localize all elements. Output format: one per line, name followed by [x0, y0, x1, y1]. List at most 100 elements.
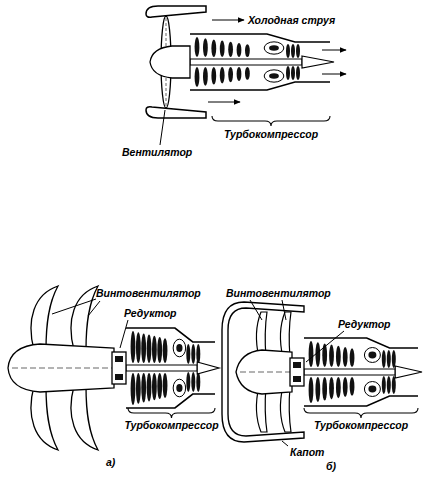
- turbine-blade: [382, 376, 386, 394]
- propfan-blade: [71, 386, 98, 450]
- brace: [212, 116, 330, 126]
- combustor: [264, 70, 284, 82]
- turbine-blade: [296, 66, 300, 80]
- turbine-blade: [291, 44, 295, 58]
- turbine-blade: [196, 344, 200, 364]
- shaft: [304, 369, 395, 375]
- compressor-blade: [329, 377, 334, 399]
- turbine-blade: [186, 344, 190, 364]
- compressor-blade: [220, 67, 225, 83]
- combustor: [173, 379, 185, 397]
- leader-line: [282, 441, 288, 446]
- compressor-blade: [237, 67, 242, 81]
- variant-label: а): [106, 456, 115, 468]
- compressor-blade: [163, 373, 168, 398]
- turbine-blade: [392, 376, 396, 394]
- compressor-blade: [136, 332, 141, 363]
- turbine-blade: [296, 44, 300, 58]
- turbofan: [146, 6, 346, 145]
- brace: [128, 408, 215, 418]
- part-label: Вентилятор: [122, 146, 192, 158]
- compressor-blade: [211, 39, 216, 57]
- shaft: [126, 365, 197, 371]
- compressor-blade: [237, 43, 242, 57]
- spinner: [150, 46, 190, 78]
- part-label: Винтовентилятор: [96, 287, 201, 299]
- part-label: Редуктор: [124, 307, 177, 319]
- turbine-blade: [286, 44, 290, 58]
- combustor-core: [176, 384, 182, 392]
- combustor-core: [368, 352, 376, 359]
- part-label: Холодная струя: [248, 14, 335, 26]
- core-casing: [304, 338, 418, 348]
- gear: [293, 376, 301, 382]
- turbine-blade: [387, 376, 391, 394]
- part-label: Капот: [290, 446, 324, 458]
- fan-cowl: [146, 107, 206, 118]
- compressor-blade: [309, 377, 314, 403]
- combustor: [364, 382, 380, 397]
- gearbox: [290, 358, 304, 386]
- compressor-blade: [136, 373, 141, 404]
- compressor-blade: [131, 373, 136, 405]
- exhaust-cone: [197, 362, 219, 374]
- brace: [304, 408, 418, 418]
- combustor: [173, 339, 185, 357]
- propfan-blade: [31, 286, 58, 350]
- compressor-blade: [163, 338, 168, 363]
- gearbox: [112, 352, 126, 384]
- shaft: [190, 59, 302, 65]
- compressor-blade: [309, 341, 314, 367]
- compressor-blade: [147, 373, 152, 401]
- combustor-core: [176, 344, 182, 352]
- propfan-blade: [31, 386, 58, 450]
- compressor-blade: [329, 345, 334, 367]
- turbine-blade: [286, 66, 290, 80]
- exhaust-cone: [302, 56, 334, 68]
- core-casing: [190, 82, 330, 90]
- core-casing: [304, 396, 418, 406]
- leader-line: [250, 300, 262, 320]
- combustor-core: [269, 73, 279, 79]
- axis-line: [12, 368, 112, 369]
- leader-line: [160, 110, 165, 145]
- cold-jet-arrow: [208, 102, 240, 103]
- turbine-blade: [191, 372, 195, 392]
- hot-jet-arrow: [322, 74, 346, 75]
- hot-jet-arrow: [322, 50, 346, 51]
- compressor-blade: [220, 41, 225, 57]
- variant-label: б): [326, 460, 336, 472]
- gear: [115, 374, 123, 380]
- open-propfan: [8, 286, 219, 450]
- compressor-blade: [322, 377, 327, 401]
- combustor: [264, 42, 284, 54]
- compressor-blade: [195, 37, 200, 57]
- compressor-blade: [152, 373, 157, 400]
- compressor-blade: [336, 346, 341, 367]
- leader-line: [282, 300, 286, 320]
- turbine-blade: [191, 344, 195, 364]
- combustor-core: [269, 45, 279, 51]
- compressor-blade: [147, 335, 152, 363]
- propfan-blade: [71, 286, 98, 350]
- exhaust-cone: [395, 366, 422, 378]
- axis-line: [240, 372, 290, 373]
- compressor-blade: [350, 377, 355, 396]
- compressor-blade: [157, 373, 162, 399]
- compressor-blade: [157, 337, 162, 363]
- compressor-blade: [131, 331, 136, 363]
- compressor-blade: [228, 67, 233, 82]
- hub: [8, 344, 114, 392]
- part-label: Турбокомпрессор: [124, 419, 218, 431]
- compressor-blade: [343, 347, 348, 367]
- part-label: Редуктор: [338, 318, 391, 330]
- turbine-blade: [291, 66, 295, 80]
- leader-line: [306, 331, 344, 362]
- leader-line: [88, 301, 100, 316]
- compressor-blade: [195, 67, 200, 87]
- leader-line: [120, 320, 128, 348]
- compressor-blade: [315, 342, 320, 367]
- compressor-blade: [141, 373, 146, 403]
- gear: [115, 356, 123, 362]
